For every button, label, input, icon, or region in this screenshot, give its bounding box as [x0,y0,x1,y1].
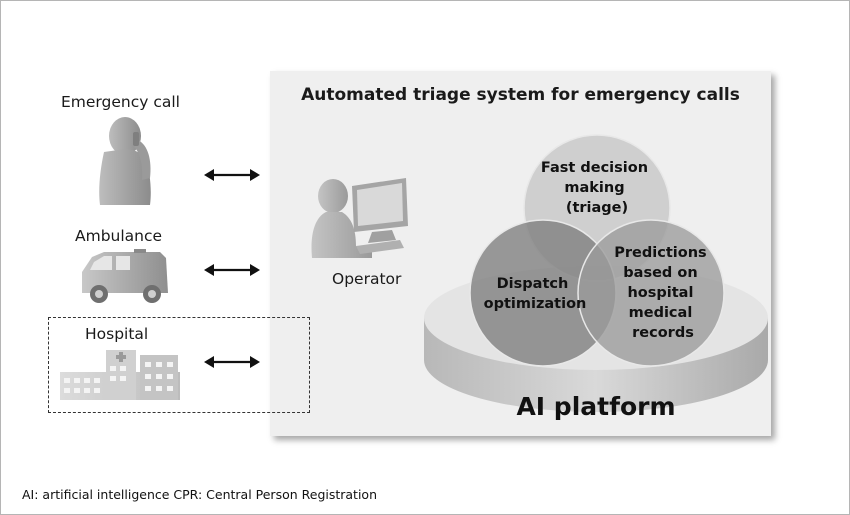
venn-diagram [469,134,725,367]
venn-circle-predictions [577,219,725,367]
ambulance-label: Ambulance [75,227,163,245]
operator-computer-icon [311,178,408,258]
hospital-dashed-box [48,317,310,413]
venn-label-predictions-line3: hospital [627,285,693,301]
venn-label-predictions-line5: records [632,325,694,341]
venn-label-predictions-line4: medical [629,305,693,321]
venn-label-triage-line3: (triage) [566,200,628,216]
footnote: AI: artificial intelligence CPR: Central… [22,487,378,502]
venn-label-dispatch-line2: optimization [484,296,587,312]
person-phone-icon [99,117,151,205]
venn-label-triage: Fast decision making (triage) [541,160,653,216]
double-arrow-icon [204,169,260,368]
venn-label-triage-line1: Fast decision [541,160,648,176]
emergency-call-label: Emergency call [61,93,180,111]
venn-label-dispatch-line1: Dispatch [497,276,569,292]
panel-title: Automated triage system for emergency ca… [301,85,740,105]
operator-label: Operator [332,270,402,288]
venn-label-dispatch: Dispatch optimization [484,276,587,312]
hospital-icon [60,350,180,400]
venn-label-predictions-line2: based on [623,265,697,281]
venn-label-triage-line2: making [564,180,624,196]
ambulance-icon [82,249,168,303]
ai-platform-label: AI platform [516,392,675,421]
hospital-label: Hospital [85,325,149,343]
venn-label-predictions-line1: Predictions [614,245,706,261]
venn-label-predictions: Predictions based on hospital medical re… [614,245,711,341]
